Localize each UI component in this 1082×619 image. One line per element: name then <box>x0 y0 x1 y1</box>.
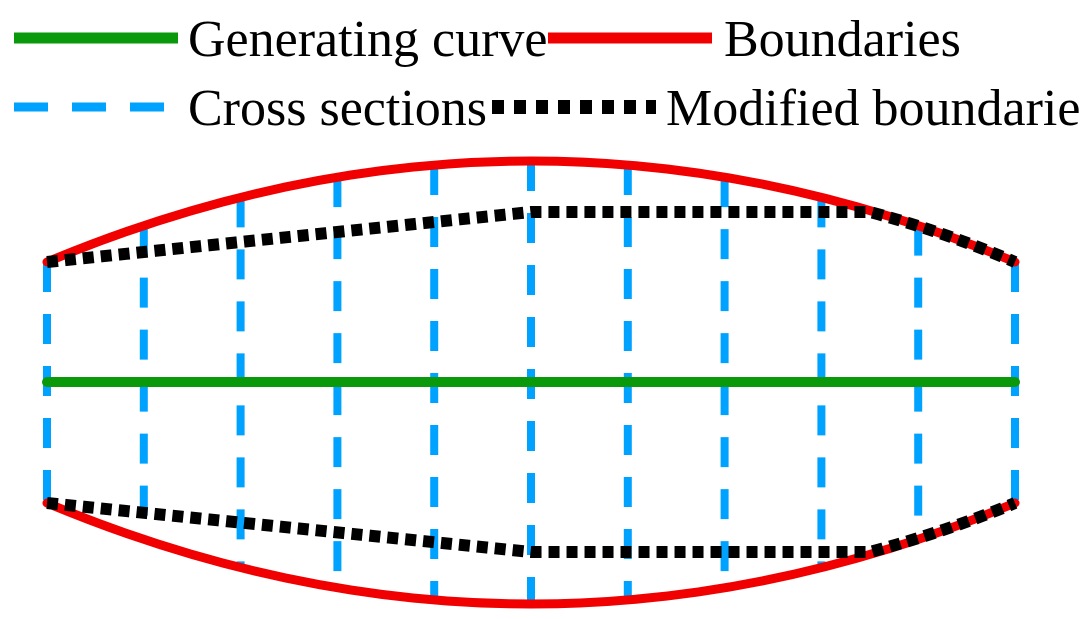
legend-label-modified-boundaries: Modified boundaries <box>666 80 1082 137</box>
legend: Generating curve Boundaries Cross sectio… <box>14 11 1082 137</box>
legend-label-generating-curve: Generating curve <box>188 11 547 68</box>
legend-label-cross-sections: Cross sections <box>188 80 487 137</box>
modified-upper-boundary <box>46 206 1018 268</box>
modified-lower-boundary <box>46 497 1018 558</box>
legend-label-boundaries: Boundaries <box>724 11 961 68</box>
